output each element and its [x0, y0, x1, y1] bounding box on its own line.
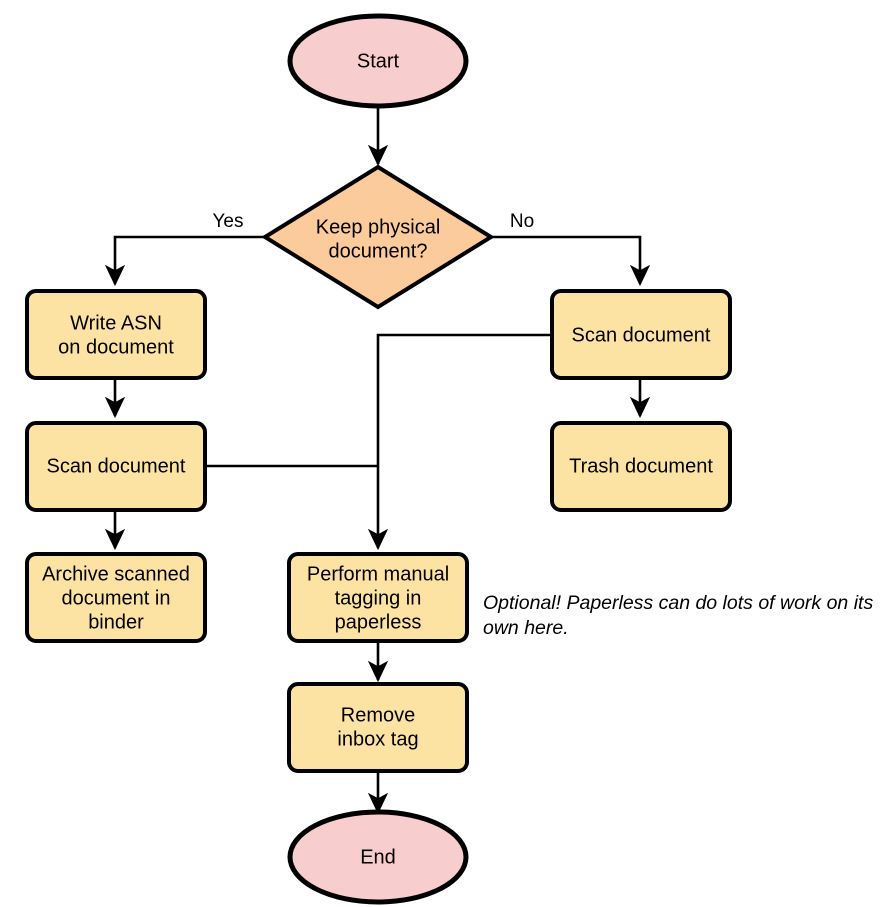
annotation-line2: its own here.	[483, 592, 874, 639]
write-asn-label-line1: Write ASN	[70, 312, 162, 334]
archive-label-line3: binder	[88, 611, 144, 633]
edge-decision-no-to-scan-right	[491, 235, 651, 287]
start-ellipse	[287, 13, 469, 109]
decision-label-line1: Keep physical	[316, 216, 441, 238]
node-start[interactable]: Start	[287, 13, 469, 109]
annotation-note: Optional! Paperless can do lots of work …	[483, 591, 887, 641]
archive-label-line1: Archive scanned	[42, 563, 190, 585]
scan-document-right-box	[550, 289, 732, 380]
annotation-line1: Optional! Paperless can do lots of work …	[483, 592, 849, 614]
node-archive-scanned-document[interactable]: Archive scanned document in binder	[25, 552, 207, 643]
node-scan-document-left[interactable]: Scan document	[25, 421, 207, 512]
edge-label-yes: Yes	[213, 211, 244, 232]
archive-label-line2: document in	[62, 587, 171, 609]
trash-document-label: Trash document	[569, 455, 713, 477]
end-label: End	[360, 846, 396, 868]
trash-document-box	[550, 421, 732, 512]
node-end[interactable]: End	[287, 809, 469, 905]
write-asn-label-line2: on document	[58, 336, 174, 358]
node-perform-manual-tagging[interactable]: Perform manual tagging in paperless	[287, 552, 469, 643]
remove-inbox-tag-label-line1: Remove	[341, 704, 415, 726]
tagging-box	[287, 552, 469, 643]
remove-inbox-tag-label-line2: inbox tag	[337, 728, 418, 750]
tagging-label-line2: tagging in	[335, 587, 422, 609]
edge-label-no: No	[510, 211, 534, 232]
node-scan-document-right[interactable]: Scan document	[550, 289, 732, 380]
scan-document-right-label: Scan document	[572, 324, 711, 346]
tagging-label-line3: paperless	[335, 611, 422, 633]
start-label: Start	[357, 50, 400, 72]
node-decision-keep-physical-document[interactable]: Keep physical document?	[261, 164, 495, 310]
tagging-label-line1: Perform manual	[307, 563, 449, 585]
scan-document-left-label: Scan document	[47, 455, 186, 477]
remove-inbox-tag-box	[287, 682, 469, 773]
edge-decision-yes-to-write-asn	[104, 235, 265, 287]
decision-diamond	[261, 164, 495, 310]
write-asn-box	[25, 289, 207, 380]
scan-document-left-box	[25, 421, 207, 512]
node-remove-inbox-tag[interactable]: Remove inbox tag	[287, 682, 469, 773]
node-trash-document[interactable]: Trash document	[550, 421, 732, 512]
archive-box	[25, 552, 207, 643]
end-ellipse	[287, 809, 469, 905]
node-write-asn[interactable]: Write ASN on document	[25, 289, 207, 380]
edge-scan-right-to-tagging	[367, 333, 552, 551]
decision-label-line2: document?	[329, 240, 428, 262]
